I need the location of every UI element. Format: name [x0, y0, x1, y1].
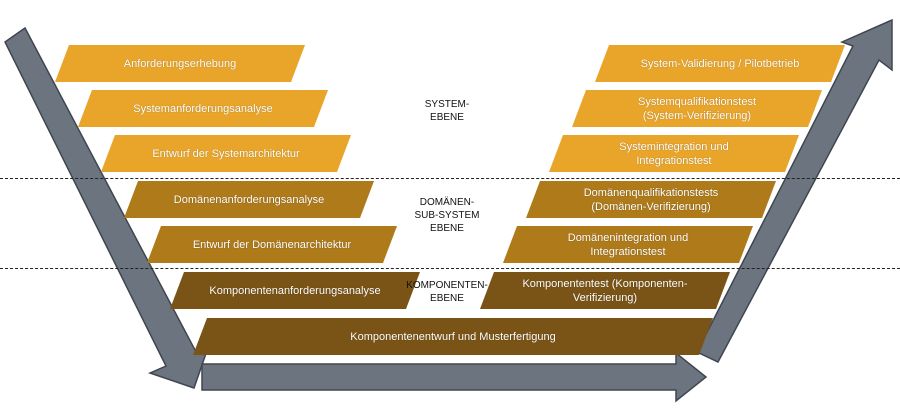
left-phase-box: Entwurf der Domänenarchitektur: [147, 226, 397, 263]
phase-label: Domänenanforderungsanalyse: [173, 193, 325, 206]
horizontal-arrow: [201, 351, 708, 403]
domain-component-divider: [0, 268, 900, 269]
right-phase-box: Domänenqualifikationstests (Domänen-Veri…: [526, 181, 776, 218]
left-phase-box: Systemanforderungsanalyse: [78, 90, 328, 127]
right-phase-box: Systemintegration und Integrationstest: [549, 135, 799, 172]
phase-label: Entwurf der Systemarchitektur: [152, 147, 300, 160]
phase-label: Domänenintegration und Integrationstest: [567, 231, 689, 258]
phase-label: Komponententest (Komponenten- Verifizier…: [522, 277, 688, 304]
phase-label: Entwurf der Domänenarchitektur: [192, 238, 352, 251]
system-domain-divider: [0, 178, 900, 179]
right-phase-box: Domänenintegration und Integrationstest: [503, 226, 753, 263]
phase-label: Systemanforderungsanalyse: [133, 102, 273, 115]
phase-label: Systemintegration und Integrationstest: [619, 140, 729, 167]
phase-label: Domänenqualifikationstests (Domänen-Veri…: [583, 186, 719, 213]
right-phase-box: System-Validierung / Pilotbetrieb: [595, 45, 845, 82]
phase-label: Systemqualifikationstest (System-Verifiz…: [638, 95, 756, 122]
phase-label: System-Validierung / Pilotbetrieb: [640, 57, 800, 70]
left-phase-box: Entwurf der Systemarchitektur: [101, 135, 351, 172]
bottom-phase-box: Komponentenentwurf und Musterfertigung: [193, 318, 713, 355]
right-phase-box: Systemqualifikationstest (System-Verifiz…: [572, 90, 822, 127]
system-level-label: SYSTEM- EBENE: [424, 99, 470, 123]
left-phase-box: Domänenanforderungsanalyse: [124, 181, 374, 218]
left-phase-box: Komponentenanforderungsanalyse: [170, 272, 420, 309]
phase-label: Komponentenentwurf und Musterfertigung: [350, 330, 556, 343]
component-level-label: KOMPONENTEN- EBENE: [406, 280, 488, 304]
left-phase-box: Anforderungserhebung: [55, 45, 305, 82]
right-phase-box: Komponententest (Komponenten- Verifizier…: [480, 272, 730, 309]
ascending-arrow: [695, 18, 893, 363]
phase-label: Anforderungserhebung: [123, 57, 237, 70]
domain-level-label: DOMÄNEN- SUB-SYSTEM EBENE: [414, 197, 480, 234]
phase-label: Komponentenanforderungsanalyse: [209, 284, 381, 297]
